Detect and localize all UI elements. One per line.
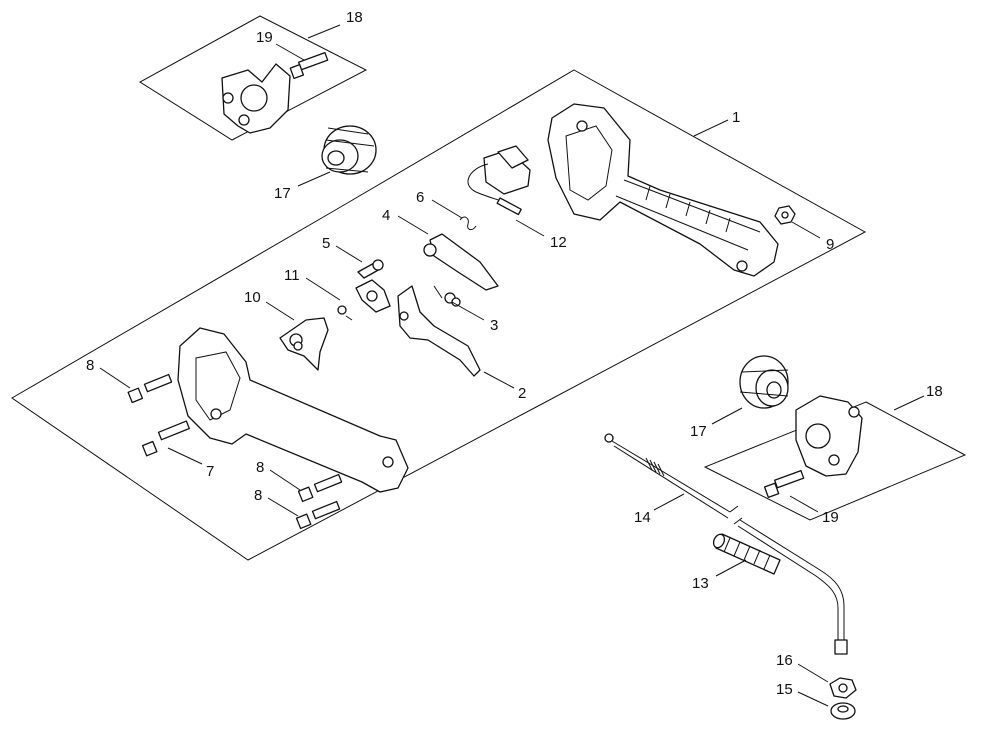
grommet-17-right <box>739 355 789 409</box>
nut-9 <box>774 205 796 225</box>
top-kit-frame <box>139 15 368 141</box>
handle-half-1 <box>547 103 779 277</box>
switch-12 <box>467 145 531 216</box>
callout-11: 11 <box>284 267 300 284</box>
pin-5 <box>357 259 384 279</box>
callout-13: 13 <box>692 575 709 592</box>
callout-1: 1 <box>732 109 740 126</box>
callout-17-right: 17 <box>690 423 707 440</box>
callout-10: 10 <box>244 289 261 306</box>
callout-19-top: 19 <box>256 29 273 46</box>
spring-6 <box>459 216 477 231</box>
callout-15: 15 <box>776 681 793 698</box>
clamp-half-right <box>795 395 863 477</box>
callout-14: 14 <box>634 509 651 526</box>
trigger-lever-2 <box>397 285 481 377</box>
callout-8-b: 8 <box>256 459 264 476</box>
callout-5: 5 <box>322 235 330 252</box>
main-assembly-frame <box>11 69 867 561</box>
clamp-half-top <box>221 63 291 134</box>
callout-16: 16 <box>776 652 793 669</box>
callout-9: 9 <box>826 236 834 253</box>
callout-18-right: 18 <box>926 383 943 400</box>
callout-19-right: 19 <box>822 509 839 526</box>
throttle-cam-10 <box>279 317 329 371</box>
bolt-19-top <box>289 52 329 80</box>
bolt-19-right <box>763 470 805 498</box>
throttle-cable-14 <box>604 433 848 655</box>
right-kit-frame <box>703 401 967 521</box>
handle-half-7 <box>177 327 409 493</box>
callout-7: 7 <box>206 463 214 480</box>
callout-4: 4 <box>382 207 390 224</box>
tube-13 <box>712 533 781 575</box>
callout-3: 3 <box>490 317 498 334</box>
link-11 <box>337 279 391 321</box>
washer-15 <box>830 702 856 720</box>
spring-3 <box>433 285 461 307</box>
bolt-8-d <box>295 500 341 530</box>
bolt-8-c <box>297 473 343 503</box>
bolt-8-a <box>127 373 173 404</box>
callout-8-c: 8 <box>254 487 262 504</box>
callout-2: 2 <box>518 385 526 402</box>
callout-18-top: 18 <box>346 9 363 26</box>
callout-8-a: 8 <box>86 357 94 374</box>
nut-16 <box>829 677 857 699</box>
leader-lines <box>99 24 925 707</box>
bolt-8-b <box>141 420 190 457</box>
callout-12: 12 <box>550 234 567 251</box>
callout-6: 6 <box>416 189 424 206</box>
callout-17-top: 17 <box>274 185 291 202</box>
grommet-17-top <box>321 125 377 175</box>
lockout-lever-4 <box>423 233 499 291</box>
